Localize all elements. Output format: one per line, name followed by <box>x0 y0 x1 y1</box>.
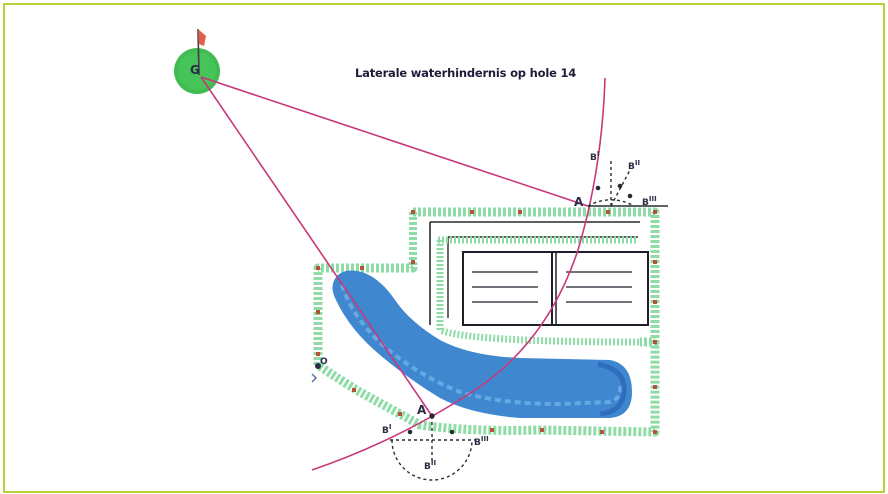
drop-zone-bottom <box>390 413 475 481</box>
flag-icon <box>198 29 206 46</box>
label-point-o: O <box>320 357 328 367</box>
diagram-title: Laterale waterhindernis op hole 14 <box>355 66 577 80</box>
drop-zone-top <box>587 160 668 207</box>
label-b-bottom-1-mark: I <box>388 423 392 431</box>
label-b-top-3-letter: B <box>642 198 649 208</box>
hedged-area <box>409 207 660 347</box>
building <box>462 251 649 326</box>
line-flag-to-a-bottom <box>200 76 433 417</box>
flagstick <box>197 28 200 76</box>
label-b-bottom-2: BII <box>424 460 436 472</box>
sight-lines <box>200 76 606 471</box>
label-point-a-top: A <box>574 195 584 209</box>
label-b-bottom-1-letter: B <box>382 426 389 436</box>
label-b-top-3-mark: III <box>648 195 657 203</box>
label-b-bottom-3: BIII <box>474 436 489 448</box>
label-b-top-3: BIII <box>642 196 657 208</box>
water-hazard-border <box>313 262 660 437</box>
label-b-bottom-2-letter: B <box>424 462 431 472</box>
label-b-bottom-3-mark: III <box>480 435 489 443</box>
label-b-bottom-3-letter: B <box>474 438 481 448</box>
hazard-stakes <box>316 210 657 434</box>
putting-green <box>174 28 220 94</box>
label-green: G <box>190 63 200 77</box>
label-b-top-2-letter: B <box>628 162 635 172</box>
ball-path-arc <box>311 77 606 471</box>
label-b-top-1: BI <box>590 151 599 163</box>
point-o-marker <box>311 363 321 383</box>
label-b-top-2-mark: II <box>634 159 641 167</box>
label-b-top-2: BII <box>628 160 640 172</box>
label-b-top-1-letter: B <box>590 153 597 163</box>
line-flag-to-a-top <box>200 76 589 207</box>
water-body <box>332 270 632 418</box>
label-point-a-bottom: A <box>417 403 427 417</box>
label-b-bottom-2-mark: II <box>430 459 437 467</box>
label-b-top-1-mark: I <box>596 150 600 158</box>
diagram-frame <box>3 3 885 493</box>
label-b-bottom-1: BI <box>382 424 391 436</box>
